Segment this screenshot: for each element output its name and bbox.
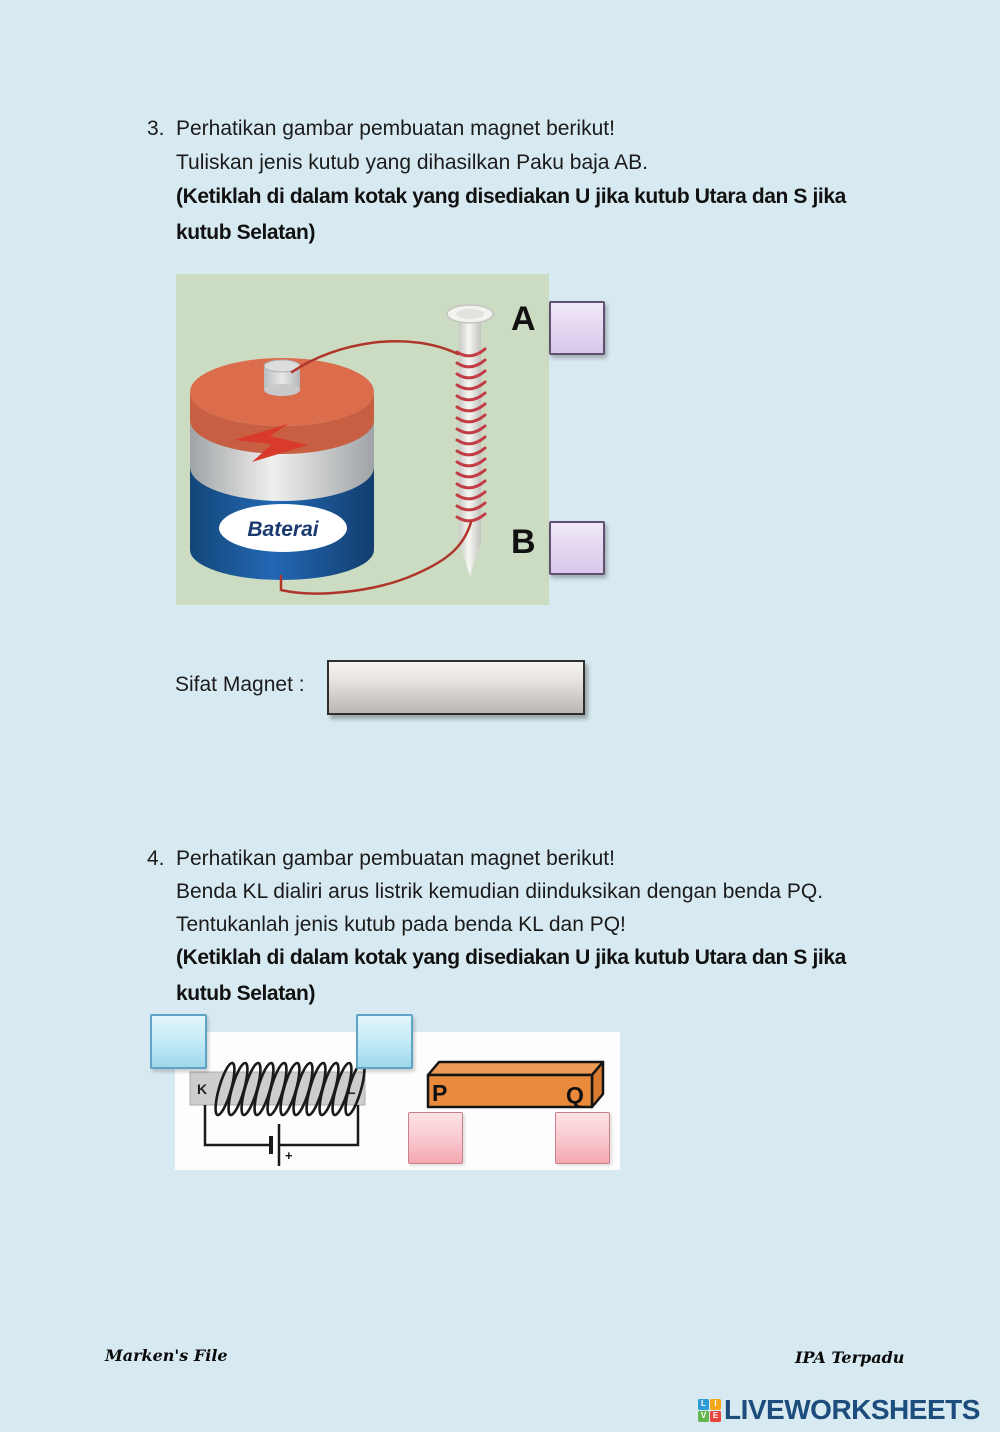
footer-left-credit: Marken's File <box>105 1346 228 1365</box>
question3-line2: Tuliskan jenis kutub yang dihasilkan Pak… <box>176 151 649 174</box>
footer-right-credit: IPA Terpadu <box>795 1348 905 1367</box>
answer-box-k[interactable] <box>150 1014 207 1069</box>
logo-block-i: I <box>710 1398 721 1410</box>
question4-line2: Benda KL dialiri arus listrik kemudian d… <box>176 880 824 903</box>
coil-wire <box>455 347 487 523</box>
nail-bottom-label: B <box>511 523 536 561</box>
battery-nail-figure: Baterai <box>176 274 549 605</box>
sifat-magnet-input[interactable] <box>327 660 585 715</box>
solenoid-kl: K L <box>189 1061 366 1166</box>
circuit-wires <box>203 1105 360 1147</box>
question3-number: 3. <box>147 117 165 140</box>
logo-block-v: V <box>698 1410 709 1422</box>
battery-illustration: Baterai <box>190 358 374 580</box>
lightning-icon <box>234 424 308 462</box>
solenoid-coil <box>214 1061 366 1117</box>
top-wire <box>290 339 460 374</box>
solenoid-bar-drawing: K L <box>189 1060 605 1166</box>
battery-label: Baterai <box>247 518 319 541</box>
nail-top-label: A <box>511 300 536 338</box>
answer-box-l[interactable] <box>356 1014 413 1069</box>
solenoid-label-k: K <box>197 1081 207 1097</box>
logo-block-l: L <box>698 1398 709 1410</box>
logo-block-e: E <box>710 1410 721 1422</box>
question4-line3: Tentukanlah jenis kutub pada benda KL da… <box>176 913 626 936</box>
question3-line1: Perhatikan gambar pembuatan magnet berik… <box>176 117 615 140</box>
liveworksheets-logo-icon: L I V E <box>698 1398 721 1422</box>
bar-pq: P Q <box>426 1060 605 1109</box>
solenoid-label-l: L <box>347 1081 356 1097</box>
answer-box-p[interactable] <box>408 1112 463 1164</box>
battery-plus-sign: + <box>285 1148 293 1163</box>
nail-illustration <box>446 304 494 576</box>
question4-number: 4. <box>147 847 165 870</box>
liveworksheets-logo[interactable]: L I V E LIVEWORKSHEETS <box>698 1394 980 1426</box>
answer-box-b[interactable] <box>549 521 605 575</box>
question3-note-line1: (Ketiklah di dalam kotak yang disediakan… <box>176 185 846 208</box>
question3-note-line2: kutub Selatan) <box>176 221 316 244</box>
answer-box-q[interactable] <box>555 1112 610 1164</box>
battery-symbol: + <box>269 1124 293 1166</box>
liveworksheets-wordmark: LIVEWORKSHEETS <box>724 1394 980 1425</box>
bottom-wire <box>279 520 473 595</box>
question4-line1: Perhatikan gambar pembuatan magnet berik… <box>176 847 615 870</box>
bar-label-q: Q <box>566 1082 584 1108</box>
bar-label-p: P <box>432 1080 447 1106</box>
question4-note-line1: (Ketiklah di dalam kotak yang disediakan… <box>176 946 846 969</box>
sifat-magnet-label: Sifat Magnet : <box>175 673 305 696</box>
answer-box-a[interactable] <box>549 301 605 355</box>
battery-nail-drawing: Baterai <box>190 304 494 595</box>
question4-note-line2: kutub Selatan) <box>176 982 316 1005</box>
